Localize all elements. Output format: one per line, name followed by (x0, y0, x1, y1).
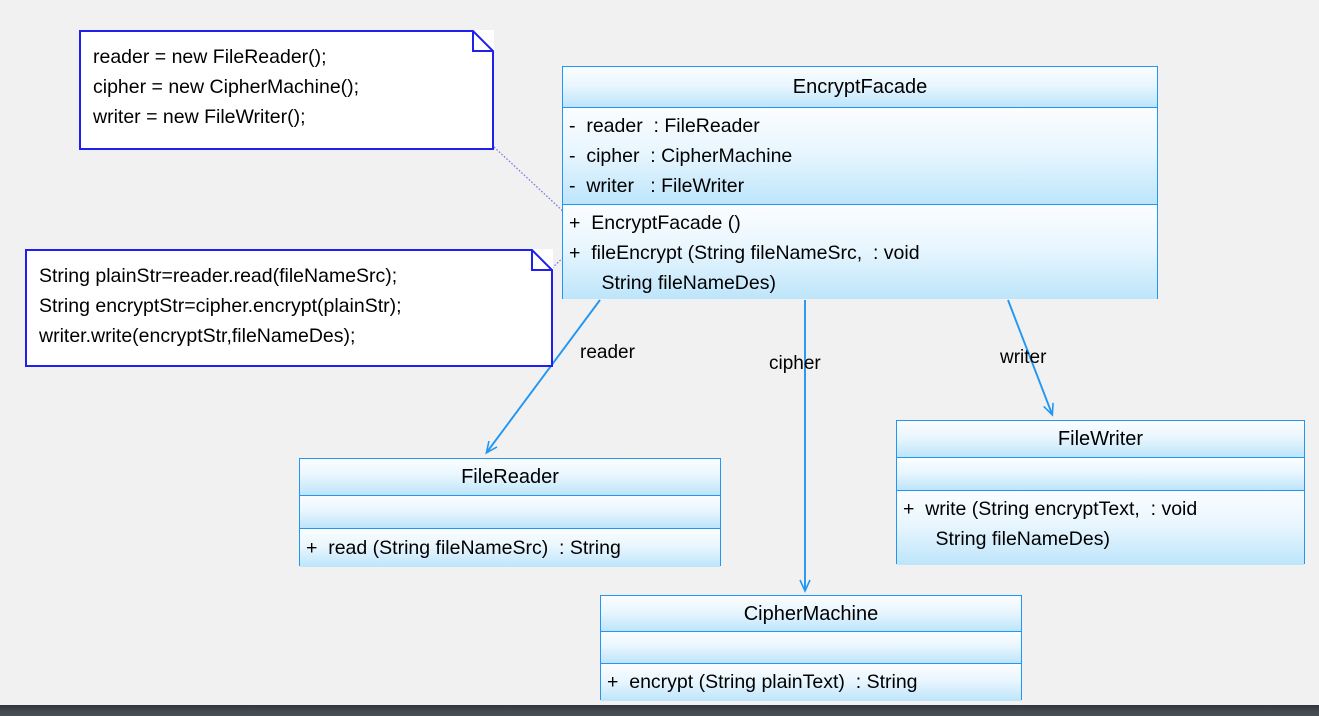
class-attribute: - writer : FileWriter (569, 175, 745, 197)
class-operation: String fileNameDes) (569, 272, 776, 294)
note-constructor: reader = new FileReader(); cipher = new … (79, 30, 494, 150)
note-file-encrypt: String plainStr=reader.read(fileNameSrc)… (25, 249, 553, 367)
class-operation: String fileNameDes) (903, 528, 1110, 550)
class-name-file-writer: FileWriter (897, 421, 1304, 458)
class-operation: + encrypt (String plainText) : String (607, 671, 918, 693)
class-attributes-file-writer (897, 458, 1304, 491)
bottom-bar (0, 705, 1319, 716)
class-operation: + fileEncrypt (String fileNameSrc, : voi… (569, 242, 920, 264)
class-operations-file-writer: + write (String encryptText, : void Stri… (897, 491, 1304, 565)
class-attributes-cipher-machine (601, 632, 1021, 664)
class-operations-file-reader: + read (String fileNameSrc) : String (300, 529, 720, 567)
assoc-label-reader: reader (580, 342, 635, 363)
class-name-encrypt-facade: EncryptFacade (563, 67, 1157, 108)
class-attribute: - cipher : CipherMachine (569, 145, 793, 167)
class-operations-encrypt-facade: + EncryptFacade () + fileEncrypt (String… (563, 205, 1157, 299)
class-operation: + EncryptFacade () (569, 212, 741, 234)
class-name-cipher-machine: CipherMachine (601, 596, 1021, 632)
assoc-label-cipher: cipher (769, 353, 821, 374)
class-attributes-file-reader (300, 496, 720, 529)
class-attributes-encrypt-facade: - reader : FileReader - cipher : CipherM… (563, 108, 1157, 205)
note-constructor-text: reader = new FileReader(); cipher = new … (93, 46, 360, 128)
note-connector-constructor (493, 146, 567, 215)
class-box-file-writer[interactable]: FileWriter + write (String encryptText, … (896, 420, 1305, 565)
class-attribute: - reader : FileReader (569, 115, 760, 137)
class-box-cipher-machine[interactable]: CipherMachine + encrypt (String plainTex… (600, 595, 1022, 701)
class-box-encrypt-facade[interactable]: EncryptFacade - reader : FileReader - ci… (562, 66, 1158, 299)
class-operations-cipher-machine: + encrypt (String plainText) : String (601, 664, 1021, 701)
class-operation: + read (String fileNameSrc) : String (306, 537, 621, 559)
note-shape-constructor (79, 30, 494, 150)
note-file-encrypt-text: String plainStr=reader.read(fileNameSrc)… (39, 265, 402, 347)
class-name-file-reader: FileReader (300, 459, 720, 496)
class-operation: + write (String encryptText, : void (903, 498, 1198, 520)
class-box-file-reader[interactable]: FileReader + read (String fileNameSrc) :… (299, 458, 721, 567)
assoc-label-writer: writer (1000, 347, 1047, 368)
